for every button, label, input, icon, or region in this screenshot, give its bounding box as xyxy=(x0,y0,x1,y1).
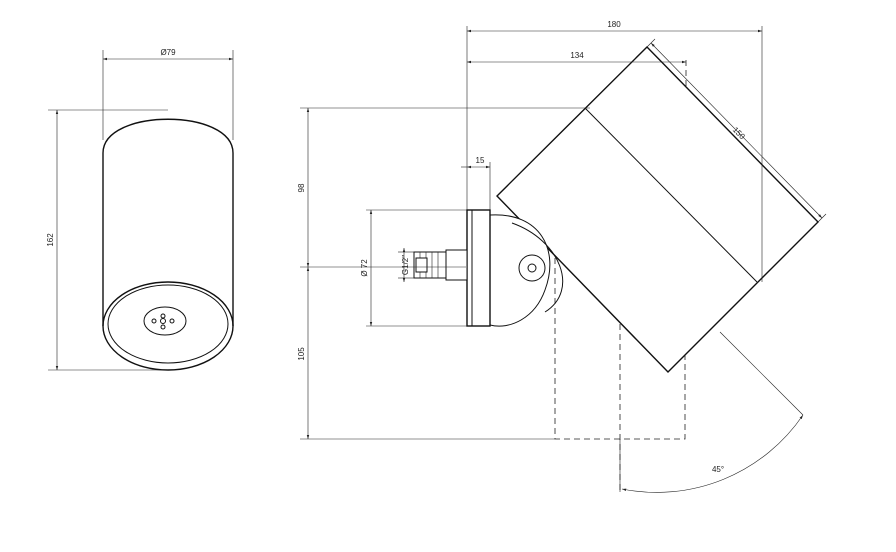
swivel-joint-inner xyxy=(527,263,537,273)
wall-flange xyxy=(466,209,491,327)
nozzle-plate xyxy=(143,306,187,336)
dim-flange-label: 15 xyxy=(476,156,485,165)
dim-bottom-height-label: 105 xyxy=(297,347,306,361)
swivel-joint-outer xyxy=(518,254,546,282)
dim-thread-label: G1/2" xyxy=(401,255,410,275)
front-height-label: 162 xyxy=(46,233,55,247)
cylinder-bottom-face xyxy=(102,281,234,371)
connector-nut xyxy=(445,249,468,281)
dim-flange-diameter-label: Ø 72 xyxy=(360,259,369,277)
swivel-ball xyxy=(489,214,551,327)
dim-angle-label: 45° xyxy=(712,465,724,474)
front-diameter-label: Ø79 xyxy=(160,48,176,57)
nozzle-hole xyxy=(151,318,157,324)
shower-head-tilted xyxy=(496,46,819,373)
dim-body-width-label: 134 xyxy=(570,51,584,60)
dim-total-width-label: 180 xyxy=(607,20,621,29)
cylinder-inner-ring xyxy=(107,284,229,364)
front-view: Ø79 162 xyxy=(46,48,234,371)
side-view: 180 134 150 15 98 105 Ø 72 G1/2" xyxy=(297,20,827,493)
angle-extension-line xyxy=(719,331,804,416)
dim-150-line xyxy=(650,42,823,219)
cylinder-top-arc xyxy=(102,118,234,154)
nozzle-hole xyxy=(169,318,175,324)
dim-top-height-label: 98 xyxy=(297,183,306,192)
swivel-ball-back xyxy=(511,222,564,313)
connector-core xyxy=(415,257,428,273)
nozzle-hole xyxy=(160,324,166,330)
nozzle-hole xyxy=(160,318,166,324)
angle-arc xyxy=(621,414,804,493)
nozzle-hole xyxy=(160,313,166,319)
